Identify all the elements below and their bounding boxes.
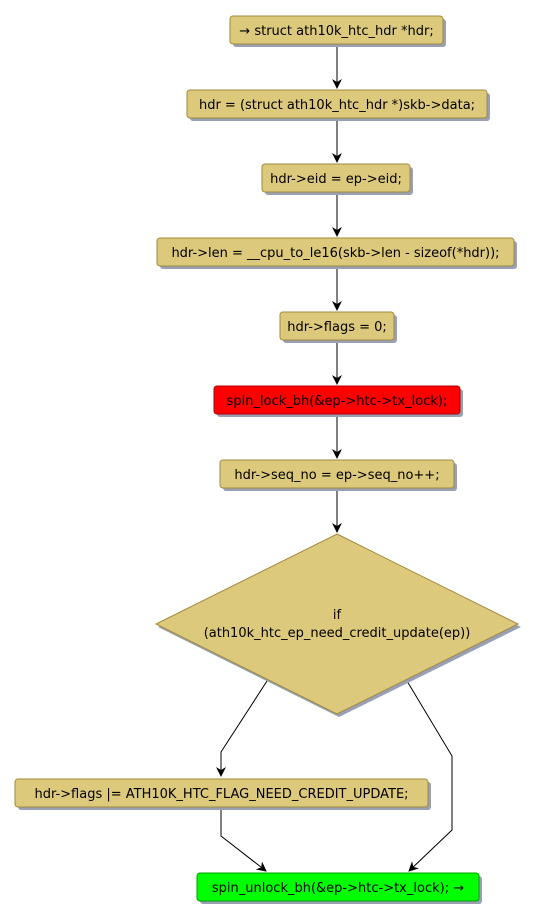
node-eid-assign-label: hdr->eid = ep->eid; — [270, 172, 402, 187]
edge-n8-n9 — [220, 808, 267, 872]
node-flags-credit-label: hdr->flags |= ATH10K_HTC_FLAG_NEED_CREDI… — [34, 787, 408, 802]
node-len-assign-label: hdr->len = __cpu_to_le16(skb->len - size… — [171, 246, 499, 261]
edge-d1-n8 — [216, 680, 268, 777]
decision-credit-update-line1: if — [333, 608, 342, 623]
node-eid-assign: hdr->eid = ep->eid; — [261, 163, 413, 195]
node-flags-credit: hdr->flags |= ATH10K_HTC_FLAG_NEED_CREDI… — [14, 778, 431, 810]
node-struct-decl-label: → struct ath10k_htc_hdr *hdr; — [239, 24, 433, 39]
node-spin-unlock: spin_unlock_bh(&ep->htc->tx_lock); → — [196, 872, 482, 904]
decision-credit-update-line2: (ath10k_htc_ep_need_credit_update(ep)) — [204, 626, 471, 641]
node-seq-assign: hdr->seq_no = ep->seq_no++; — [219, 459, 457, 491]
node-spin-lock: spin_lock_bh(&ep->htc->tx_lock); — [213, 385, 463, 417]
node-hdr-assign: hdr = (struct ath10k_htc_hdr *)skb->data… — [186, 89, 490, 121]
node-struct-decl: → struct ath10k_htc_hdr *hdr; — [229, 15, 446, 47]
node-spin-unlock-label: spin_unlock_bh(&ep->htc->tx_lock); → — [212, 881, 464, 896]
node-flags-init: hdr->flags = 0; — [279, 311, 397, 343]
node-hdr-assign-label: hdr = (struct ath10k_htc_hdr *)skb->data… — [199, 98, 475, 113]
decision-credit-update: if (ath10k_htc_ep_need_credit_update(ep)… — [154, 533, 521, 717]
node-seq-assign-label: hdr->seq_no = ep->seq_no++; — [234, 468, 439, 483]
node-len-assign: hdr->len = __cpu_to_le16(skb->len - size… — [156, 237, 517, 269]
edge-d1-n9 — [406, 680, 453, 872]
node-spin-lock-label: spin_lock_bh(&ep->htc->tx_lock); — [227, 394, 448, 409]
node-flags-init-label: hdr->flags = 0; — [287, 320, 387, 335]
edges — [216, 46, 453, 872]
